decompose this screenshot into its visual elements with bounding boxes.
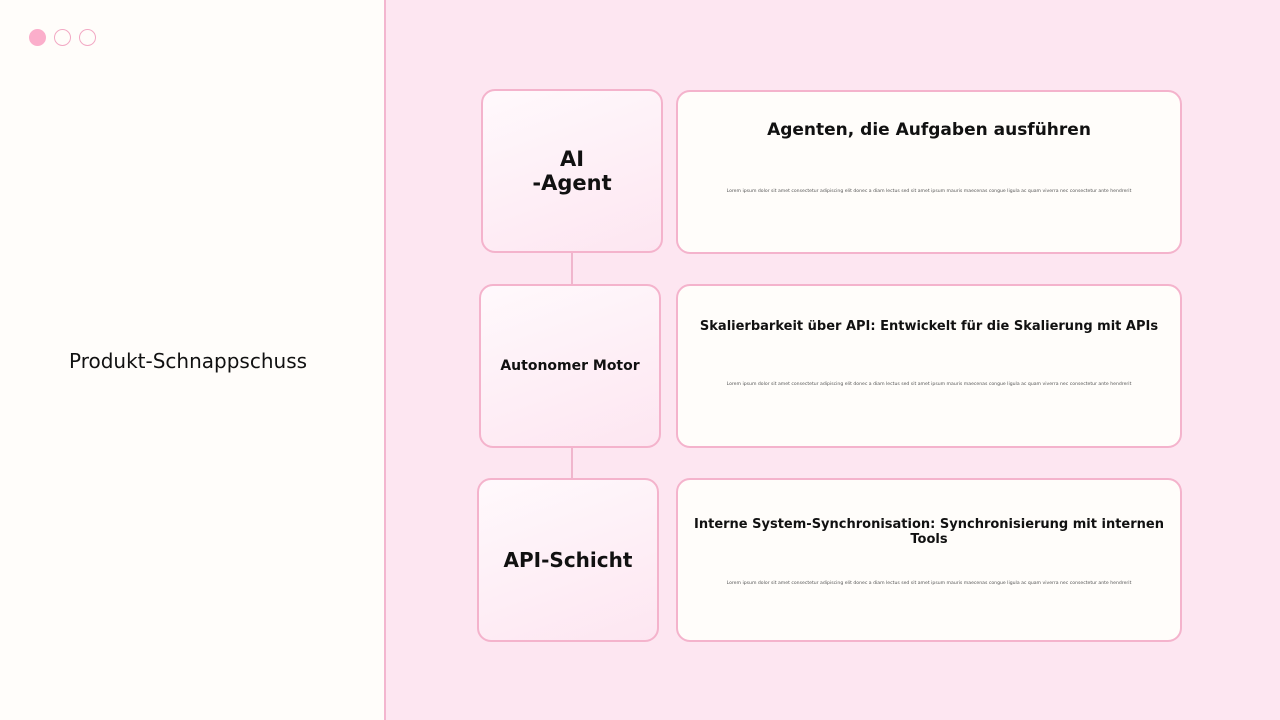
node-ai-agent: AI -Agent bbox=[481, 89, 663, 253]
node-api-schicht: API-Schicht bbox=[477, 478, 659, 642]
node-label: Autonomer Motor bbox=[500, 358, 640, 374]
node-label: API-Schicht bbox=[503, 548, 633, 572]
node-autonomer-motor: Autonomer Motor bbox=[479, 284, 661, 448]
description-card: Skalierbarkeit über API: Entwickelt für … bbox=[676, 284, 1182, 448]
description-card: Interne System-Synchronisation: Synchron… bbox=[676, 478, 1182, 642]
card-body: Lorem ipsum dolor sit amet consectetur a… bbox=[726, 189, 1132, 194]
indicator-dot-2[interactable] bbox=[54, 29, 71, 46]
indicator-dot-1[interactable] bbox=[29, 29, 46, 46]
connector-line bbox=[571, 447, 573, 478]
connector-line bbox=[571, 252, 573, 284]
card-heading: Skalierbarkeit über API: Entwickelt für … bbox=[699, 319, 1159, 334]
card-heading: Agenten, die Aufgaben ausführen bbox=[767, 120, 1091, 140]
card-body: Lorem ipsum dolor sit amet consectetur a… bbox=[726, 382, 1132, 387]
description-card: Agenten, die Aufgaben ausführen Lorem ip… bbox=[676, 90, 1182, 254]
card-body: Lorem ipsum dolor sit amet consectetur a… bbox=[726, 581, 1132, 586]
node-label: AI -Agent bbox=[532, 147, 612, 195]
slide-indicator bbox=[29, 29, 96, 46]
page-title: Produkt-Schnappschuss bbox=[69, 349, 308, 373]
sidebar-panel: Produkt-Schnappschuss bbox=[0, 0, 386, 720]
indicator-dot-3[interactable] bbox=[79, 29, 96, 46]
card-heading: Interne System-Synchronisation: Synchron… bbox=[694, 517, 1164, 547]
